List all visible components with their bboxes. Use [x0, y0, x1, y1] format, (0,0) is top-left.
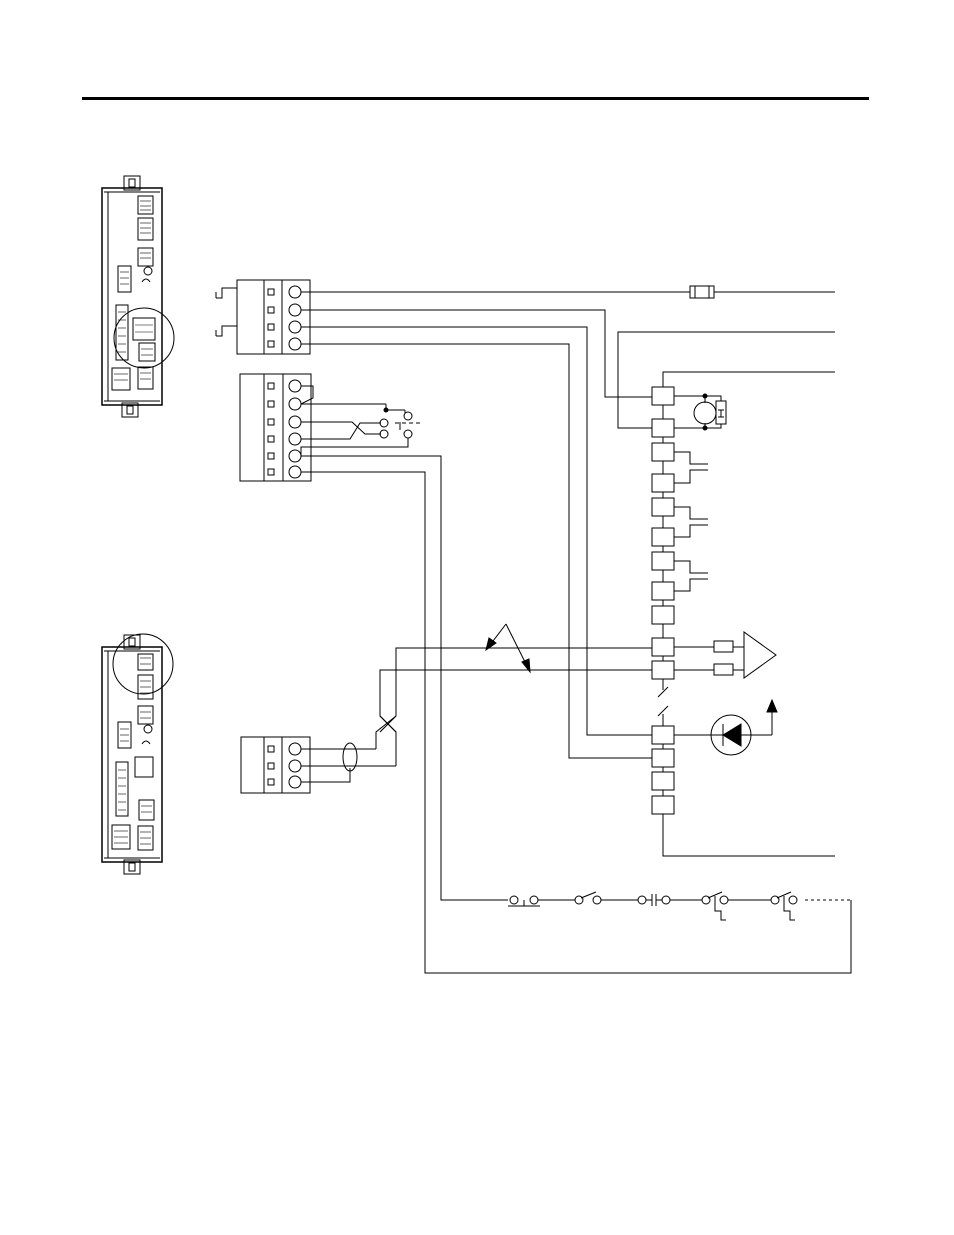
capacitor-2	[674, 507, 708, 537]
shield-ferrite	[343, 743, 357, 771]
upper-drive	[102, 176, 174, 417]
bottom-3pin-connector	[241, 737, 310, 793]
motor-symbol	[674, 394, 726, 430]
capacitor-3	[674, 561, 708, 591]
encoder-amplifier	[674, 632, 776, 678]
header-rule	[82, 97, 869, 100]
limit-switch-wires	[301, 456, 851, 973]
power-wires	[301, 286, 835, 758]
fuse-symbol	[690, 286, 714, 298]
capacitor-1	[674, 452, 708, 483]
lower-drive	[102, 634, 173, 874]
limit-switch-contacts	[508, 892, 797, 920]
top-4pin-connector	[216, 280, 310, 354]
diode-symbol	[674, 700, 777, 755]
motor-terminal-strip	[652, 387, 835, 856]
enable-switch-wiring	[301, 386, 420, 456]
mid-6pin-connector	[240, 374, 311, 481]
upper-drive-connector-highlight	[114, 308, 174, 368]
